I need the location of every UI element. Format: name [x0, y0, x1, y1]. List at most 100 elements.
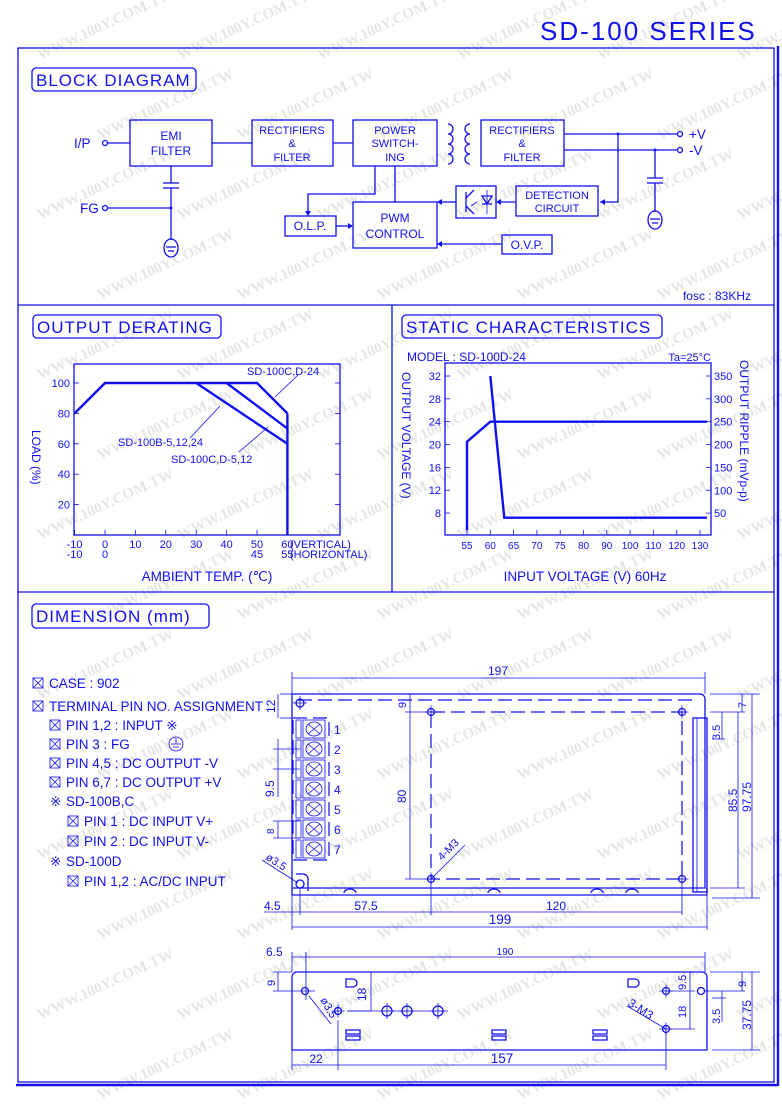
spec-line: SD-100B,C — [66, 794, 135, 809]
dim-label: ø3.5 — [263, 851, 288, 873]
series-line — [195, 382, 289, 445]
series-line — [465, 420, 707, 531]
watermark-text: WWW.100Y.COM.TW — [35, 626, 176, 703]
leader-line — [238, 426, 269, 453]
watermark-text: WWW.100Y.COM.TW — [95, 226, 236, 303]
x-tick-label: 65 — [508, 541, 520, 552]
y-tick-label: 100 — [52, 378, 70, 390]
section-heading-box — [31, 67, 197, 92]
left-axis-label: OUTPUT VOLTAGE (V) — [399, 372, 413, 499]
watermark-text: WWW.100Y.COM.TW — [515, 386, 656, 463]
spec-line: PIN 1 : DC INPUT V+ — [84, 814, 213, 829]
pin-number: 5 — [334, 803, 341, 817]
checkbox-icon — [49, 719, 61, 731]
x-tick-label-horizontal: -10 — [67, 549, 83, 561]
checkbox-icon — [67, 835, 79, 847]
left-tick-label: 20 — [429, 440, 441, 452]
watermark-text: WWW.100Y.COM.TW — [235, 386, 376, 463]
left-tick-label: 8 — [435, 508, 441, 520]
dim-label: 9.5 — [263, 780, 277, 797]
capacitor-icon — [647, 177, 663, 212]
static-characteristics-chart: STATIC CHARACTERISTICS MODEL : SD-100D-2… — [399, 314, 751, 584]
page-title: SD-100 SERIES — [540, 16, 757, 46]
dim-label: 85.5 — [726, 788, 740, 812]
right-tick-label: 150 — [714, 462, 732, 474]
terminal-screw-icon — [295, 799, 326, 819]
block-label: & — [518, 138, 526, 150]
left-tick-label: 12 — [429, 485, 441, 497]
x-tick-label: 10 — [129, 539, 141, 551]
block-label: SWITCH- — [371, 138, 418, 150]
section-heading-box — [31, 603, 210, 629]
watermark-text: WWW.100Y.COM.TW — [35, 0, 176, 64]
pos-output-terminal-icon — [676, 130, 684, 138]
watermark-text: WWW.100Y.COM.TW — [375, 706, 516, 783]
side-view-drawing: 190 6.5 9 ø3.5 18 3-M3 9.5 18 9 3.5 37.7… — [266, 945, 760, 1070]
series-line — [489, 375, 707, 519]
x-tick-label: 120 — [668, 541, 685, 552]
spec-line: CASE : 902 — [49, 676, 120, 691]
dim-label: 3.5 — [711, 1009, 723, 1024]
dim-label: 3.5 — [711, 725, 723, 740]
right-tick-label: 300 — [714, 394, 732, 406]
watermark-text: WWW.100Y.COM.TW — [375, 546, 516, 623]
plot-area — [73, 363, 341, 536]
pin-number: 4 — [334, 783, 341, 797]
watermark-text: WWW.100Y.COM.TW — [315, 626, 456, 703]
transformer-icon — [447, 123, 471, 165]
pin-number: 7 — [334, 843, 341, 857]
x-tick-label: 80 — [578, 541, 590, 552]
watermark-text: WWW.100Y.COM.TW — [735, 146, 782, 223]
watermark-text: WWW.100Y.COM.TW — [655, 66, 782, 143]
left-tick-label: 16 — [429, 462, 441, 474]
ground-icon — [168, 736, 184, 752]
section-heading-box — [32, 314, 222, 339]
ground-icon — [163, 238, 179, 258]
block-label: O.V.P. — [511, 238, 544, 252]
checkbox-icon — [67, 875, 79, 887]
watermark-text: WWW.100Y.COM.TW — [595, 466, 736, 543]
x-tick-label: 75 — [555, 541, 567, 552]
watermark-text: WWW.100Y.COM.TW — [175, 0, 316, 64]
x-tick-label: 50 — [251, 539, 263, 551]
watermark-text: WWW.100Y.COM.TW — [375, 866, 516, 943]
left-tick-label: 32 — [429, 371, 441, 383]
terminal-screw-icon — [295, 759, 326, 779]
block-label: CONTROL — [366, 227, 425, 241]
watermark-text: WWW.100Y.COM.TW — [95, 1026, 236, 1103]
series-line — [225, 382, 289, 430]
x-axis-label: INPUT VOLTAGE (V) 60Hz — [504, 569, 667, 584]
checkbox-icon — [49, 776, 61, 788]
leader-line — [189, 405, 221, 439]
block-label: RECTIFIERS — [259, 125, 324, 137]
watermark-text: WWW.100Y.COM.TW — [655, 706, 782, 783]
model-label: MODEL : SD-100D-24 — [407, 350, 526, 364]
right-tick-label: 100 — [714, 485, 732, 497]
block-label: FILTER — [503, 152, 540, 164]
y-axis-label: LOAD (%) — [29, 430, 43, 485]
input-label: I/P — [74, 136, 91, 151]
block-label: RECTIFIERS — [489, 125, 554, 137]
x-tick-label: 55 — [461, 541, 473, 552]
section-heading: OUTPUT DERATING — [37, 318, 213, 337]
terminal-screw-icon — [295, 839, 326, 859]
section-heading: DIMENSION (mm) — [36, 607, 191, 626]
x-tick-label: 70 — [531, 541, 543, 552]
dim-label: 199 — [489, 912, 512, 927]
watermark-text: WWW.100Y.COM.TW — [515, 546, 656, 623]
fg-terminal-icon — [101, 204, 109, 212]
dim-label: 6.5 — [266, 945, 283, 959]
dim-label: 9 — [397, 702, 409, 708]
dim-label: 8 — [266, 828, 277, 834]
watermark-text: WWW.100Y.COM.TW — [515, 866, 656, 943]
dim-label: 7 — [737, 702, 749, 708]
spec-line: PIN 3 : FG — [66, 737, 130, 752]
x-tick-label-horizontal: 55 — [281, 549, 293, 561]
outer-frame — [17, 47, 775, 1083]
mounting-hole-icon — [293, 696, 307, 710]
watermark-text: WWW.100Y.COM.TW — [515, 706, 656, 783]
block-label: PWM — [380, 211, 409, 225]
watermark-text: WWW.100Y.COM.TW — [455, 626, 596, 703]
